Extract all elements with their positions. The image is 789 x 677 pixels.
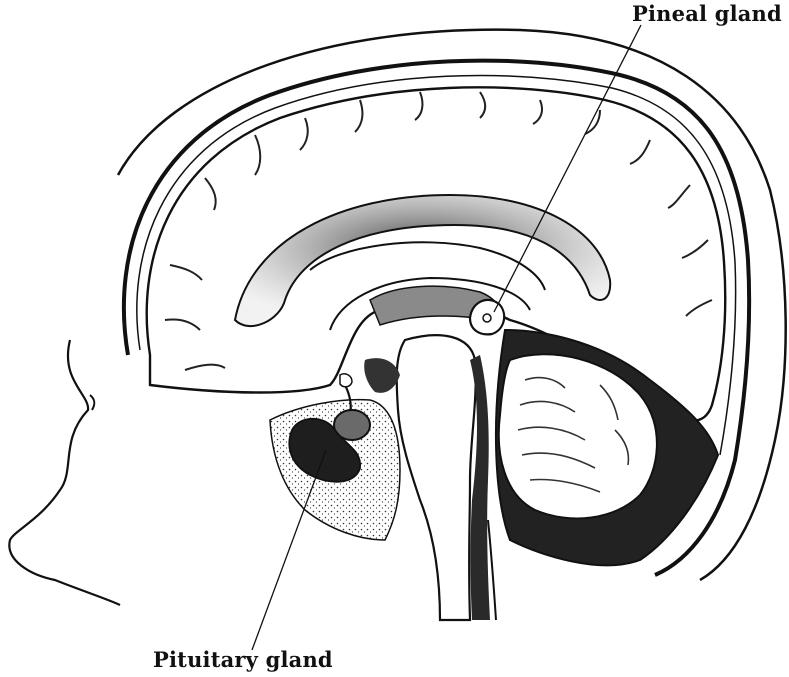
optic-region [340, 374, 352, 387]
brainstem [397, 335, 476, 620]
pineal-gland-shape [470, 300, 504, 334]
nose-detail [90, 395, 94, 410]
pineal-gland-label: Pineal gland [632, 1, 782, 26]
midbrain-shade [364, 358, 400, 393]
face-profile [9, 340, 120, 605]
pituitary-gland-label: Pituitary gland [153, 647, 333, 672]
